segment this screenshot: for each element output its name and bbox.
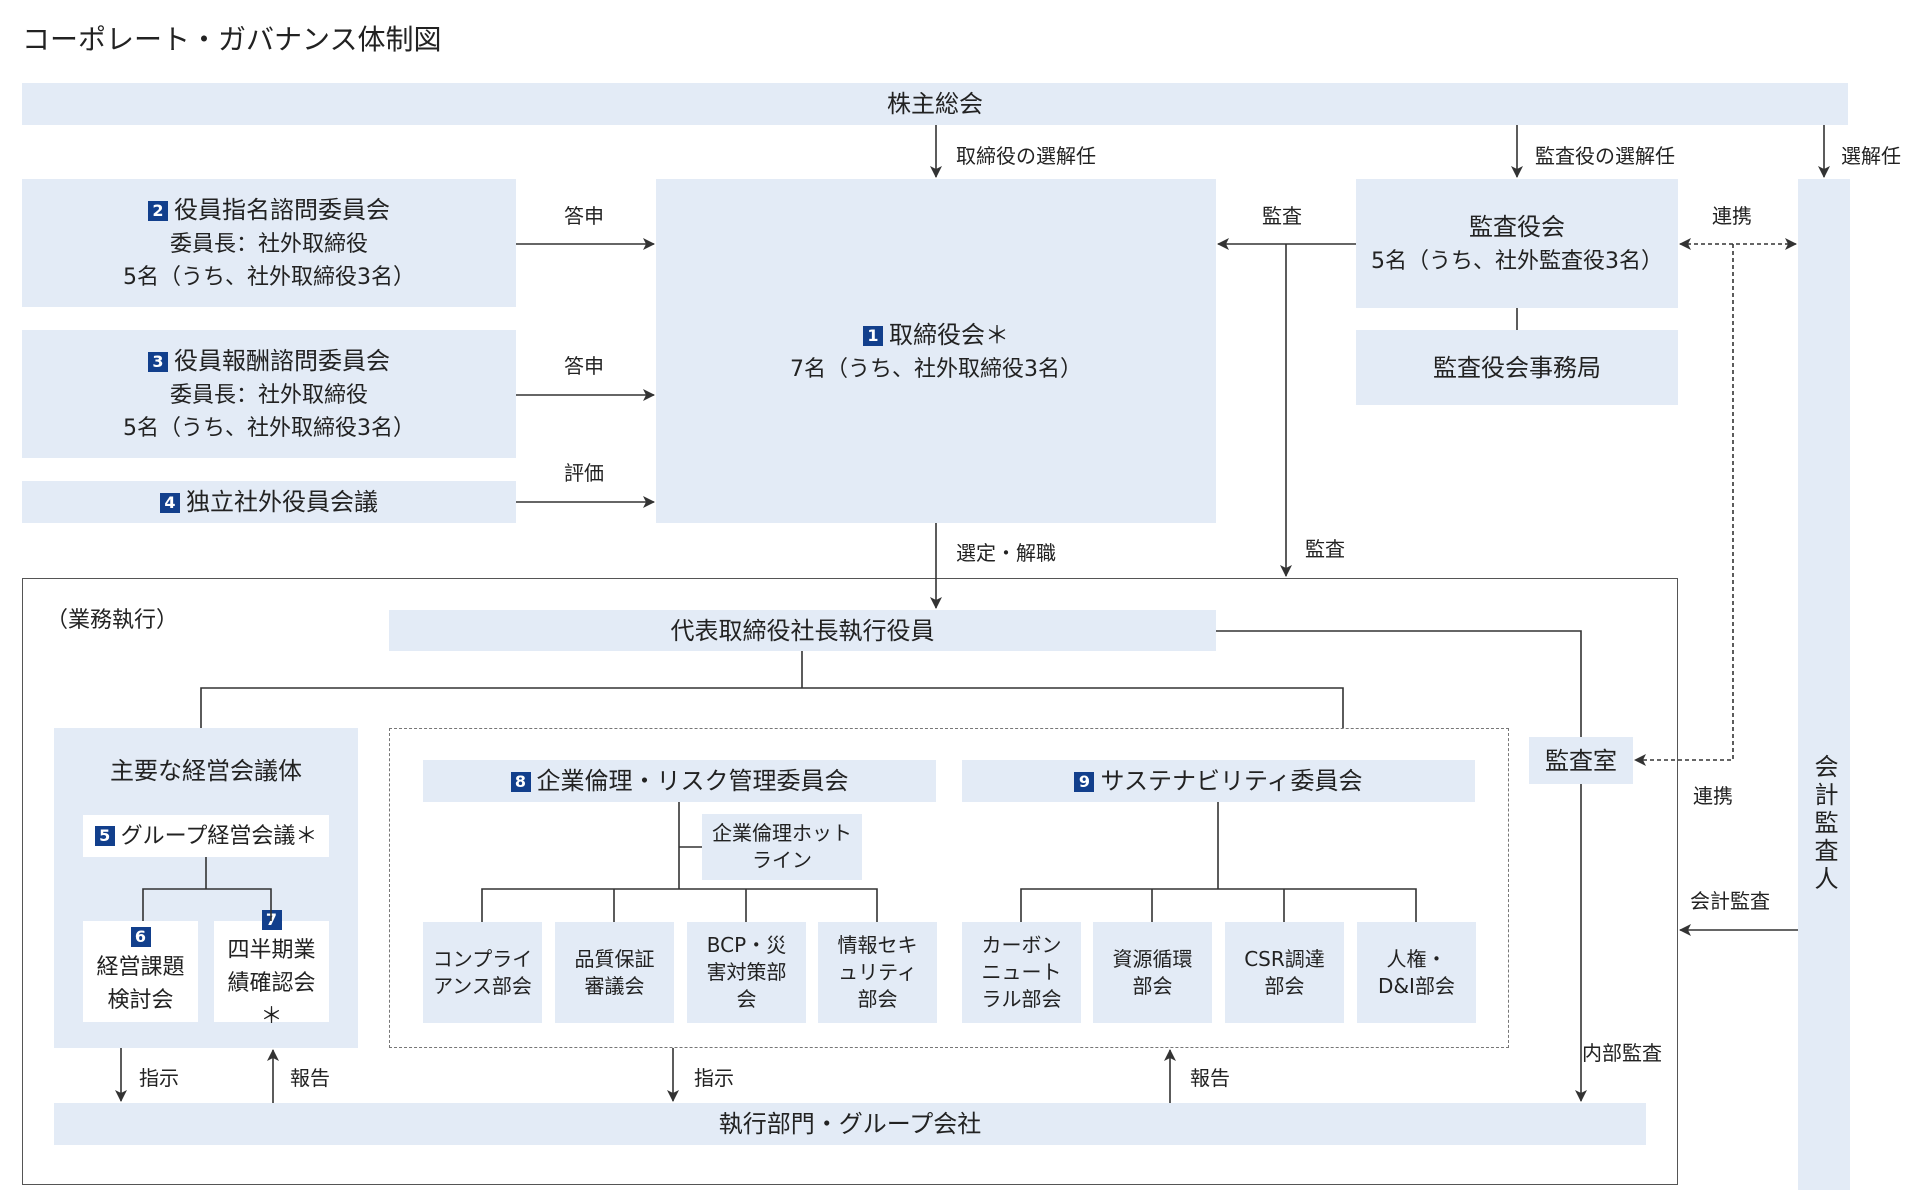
label-cooperation-top: 連携 <box>1712 204 1752 228</box>
audit-board-office-label: 監査役会事務局 <box>1433 353 1601 382</box>
label-elect-directors: 取締役の選解任 <box>956 144 1096 168</box>
independent-officers-meeting: 4 独立社外役員会議 <box>22 481 516 523</box>
shareholders-meeting: 株主総会 <box>22 83 1848 125</box>
ethics-committee-title: 企業倫理・リスク管理委員会 <box>536 767 849 795</box>
label-internal-audit: 内部監査 <box>1582 1041 1662 1065</box>
subcommittee-carbon: カーボンニュートラル部会 <box>962 922 1081 1023</box>
shareholders-meeting-label: 株主総会 <box>887 90 983 118</box>
label-select-dismiss: 選定・解職 <box>956 541 1056 565</box>
executive-departments: 執行部門・グループ会社 <box>54 1103 1646 1145</box>
badge-6: 6 <box>130 926 151 947</box>
sub-carbon-label: カーボンニュートラル部会 <box>981 933 1062 1011</box>
label-elect: 選解任 <box>1841 144 1901 168</box>
badge-1: 1 <box>863 325 883 346</box>
label-report-committees: 報告 <box>1190 1066 1230 1090</box>
accounting-auditor: 会計監査人 <box>1798 179 1850 1190</box>
remuneration-committee: 3 役員報酬諮問委員会 委員長：社外取締役 5名（うち、社外取締役3名） <box>22 330 516 458</box>
subcommittee-quality: 品質保証審議会 <box>555 922 674 1023</box>
badge-9: 9 <box>1074 772 1095 792</box>
quarterly-results-meeting: 7 四半期業績確認会＊ <box>214 910 329 1029</box>
sub-csr-label: CSR調達部会 <box>1244 946 1325 998</box>
page-title: コーポレート・ガバナンス体制図 <box>22 23 442 56</box>
sub-human-rights-label: 人権・D&I部会 <box>1378 946 1455 998</box>
label-instruct-main: 指示 <box>139 1066 179 1090</box>
audit-board-members: 5名（うち、社外監査役3名） <box>1371 249 1663 274</box>
badge-3: 3 <box>148 352 168 372</box>
subcommittee-compliance: コンプライアンス部会 <box>423 922 542 1023</box>
sub-infosec-label: 情報セキュリティ部会 <box>837 933 918 1011</box>
sustainability-title: サステナビリティ委員会 <box>1100 767 1363 795</box>
board-of-directors: 1 取締役会＊ 7名（うち、社外取締役3名） <box>656 179 1216 523</box>
sub-resource-label: 資源循環部会 <box>1112 946 1193 998</box>
main-meetings-title: 主要な経営会議体 <box>110 757 302 785</box>
remuneration-members: 5名（うち、社外取締役3名） <box>123 416 415 441</box>
sub-quality-label: 品質保証審議会 <box>574 946 655 998</box>
remuneration-title: 役員報酬諮問委員会 <box>174 347 390 375</box>
label-evaluation: 評価 <box>564 461 604 485</box>
subcommittee-human-rights: 人権・D&I部会 <box>1357 922 1476 1023</box>
hotline-label: 企業倫理ホットライン <box>712 821 852 872</box>
label-audit-board: 監査 <box>1262 204 1302 228</box>
president-ceo: 代表取締役社長執行役員 <box>389 610 1216 651</box>
badge-2: 2 <box>148 201 168 221</box>
subcommittee-resource: 資源循環部会 <box>1093 922 1212 1023</box>
subcommittee-infosec: 情報セキュリティ部会 <box>818 922 937 1023</box>
badge-5: 5 <box>94 825 115 846</box>
quarterly-title: 四半期業績確認会＊ <box>227 938 316 1029</box>
board-members: 7名（うち、社外取締役3名） <box>790 356 1082 382</box>
group-meeting-title: グループ経営会議＊ <box>120 823 318 849</box>
board-title: 取締役会＊ <box>889 320 1009 349</box>
label-cooperation-mid: 連携 <box>1693 784 1733 808</box>
committees-group <box>389 728 1509 1048</box>
accounting-auditor-label: 会計監査人 <box>1810 754 1838 894</box>
remuneration-chair: 委員長：社外取締役 <box>169 383 368 408</box>
label-elect-auditors: 監査役の選解任 <box>1535 144 1675 168</box>
nomination-committee: 2 役員指名諮問委員会 委員長：社外取締役 5名（うち、社外取締役3名） <box>22 179 516 307</box>
nomination-chair: 委員長：社外取締役 <box>169 232 368 257</box>
audit-board: 監査役会 5名（うち、社外監査役3名） <box>1356 179 1678 308</box>
nomination-title: 役員指名諮問委員会 <box>174 196 390 224</box>
management-issues-meeting: 6 経営課題検討会 <box>83 921 198 1022</box>
internal-audit-office: 監査室 <box>1529 737 1633 784</box>
audit-board-title: 監査役会 <box>1469 213 1565 241</box>
audit-board-office: 監査役会事務局 <box>1356 330 1678 405</box>
badge-4: 4 <box>160 493 180 513</box>
president-label: 代表取締役社長執行役員 <box>670 616 935 645</box>
business-execution-frame <box>22 578 1678 1185</box>
audit-office-label: 監査室 <box>1545 746 1617 775</box>
exec-depts-label: 執行部門・グループ会社 <box>718 1110 982 1138</box>
business-execution-label: （業務執行） <box>46 608 179 633</box>
sub-bcp-label: BCP・災害対策部会 <box>706 933 787 1011</box>
nomination-members: 5名（うち、社外取締役3名） <box>123 265 415 290</box>
ethics-hotline: 企業倫理ホットライン <box>702 814 862 880</box>
label-audit-execution: 監査 <box>1305 537 1345 561</box>
subcommittee-csr: CSR調達部会 <box>1225 922 1344 1023</box>
label-answer-nomination: 答申 <box>564 204 604 228</box>
mgmt-issues-title: 経営課題検討会 <box>96 954 185 1013</box>
independent-title: 独立社外役員会議 <box>186 488 378 516</box>
badge-8: 8 <box>510 772 531 792</box>
label-report-main: 報告 <box>290 1066 330 1090</box>
subcommittee-bcp: BCP・災害対策部会 <box>687 922 806 1023</box>
sub-compliance-label: コンプライアンス部会 <box>432 946 533 998</box>
label-answer-remuneration: 答申 <box>564 354 604 378</box>
label-instruct-committees: 指示 <box>694 1066 734 1090</box>
label-accounting-audit: 会計監査 <box>1690 889 1770 913</box>
